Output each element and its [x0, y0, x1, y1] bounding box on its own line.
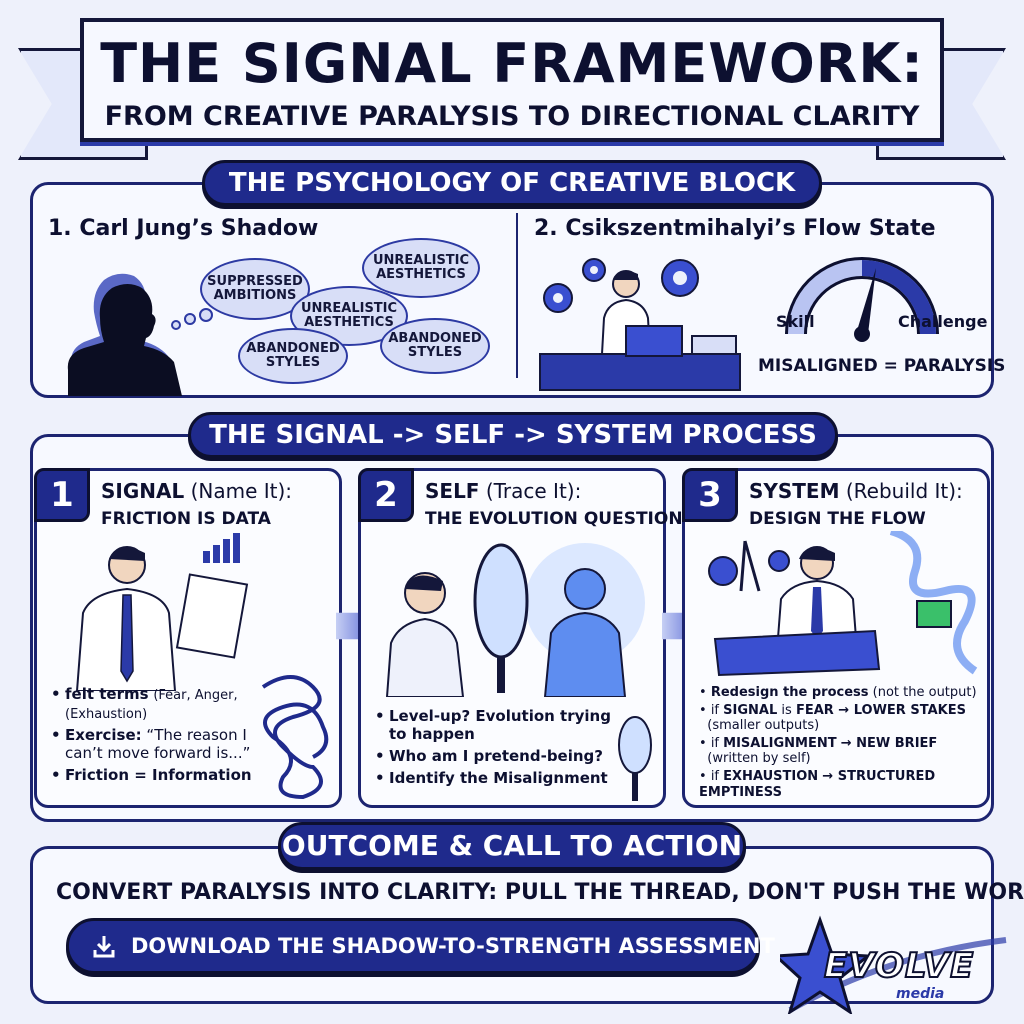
- step-title: SYSTEM (Rebuild It):: [749, 479, 963, 503]
- desk-worker-illustration: [539, 258, 741, 391]
- step-number-badge: 1: [34, 468, 90, 522]
- step-name: SYSTEM: [749, 479, 840, 503]
- step-title: SIGNAL (Name It):: [101, 479, 292, 503]
- step-subtitle: THE EVOLUTION QUESTION: [425, 509, 683, 529]
- outcome-heading: OUTCOME & CALL TO ACTION: [278, 822, 746, 870]
- list-item: Exercise: “The reason I can’t move forwa…: [51, 726, 267, 762]
- cloud-abandoned-styles-left: ABANDONED STYLES: [238, 328, 348, 384]
- list-item: • if EXHAUSTION → STRUCTURED EMPTINESS: [699, 768, 936, 800]
- list-item: Identify the Misalignment: [375, 769, 611, 787]
- self-bullets: Level-up? Evolution trying to happen Who…: [375, 707, 611, 791]
- logo-sub: media: [896, 986, 945, 1002]
- mirror-reflection-illustration: [385, 543, 645, 697]
- step-card-system: 3 SYSTEM (Rebuild It): DESIGN THE FLOW •…: [682, 468, 990, 808]
- shadow-silhouette-icon: [67, 273, 182, 396]
- psychology-panel: [30, 182, 994, 398]
- skill-challenge-gauge: [785, 257, 939, 342]
- gauge-label-skill: Skill: [776, 312, 815, 331]
- thought-bubbles-icon: [171, 308, 213, 330]
- gauge-label-challenge: Challenge: [898, 312, 988, 331]
- step-title: SELF (Trace It):: [425, 479, 581, 503]
- small-mirror-icon: [618, 716, 652, 801]
- step-subtitle: DESIGN THE FLOW: [749, 509, 926, 529]
- step-name: SELF: [425, 479, 480, 503]
- list-item: felt terms (Fear, Anger, (Exhaustion): [51, 685, 267, 722]
- title-banner: THE SIGNAL FRAMEWORK: FROM CREATIVE PARA…: [80, 18, 944, 142]
- download-assessment-button[interactable]: DOWNLOAD THE SHADOW-TO-STRENGTH ASSESSME…: [66, 918, 775, 974]
- page-title: THE SIGNAL FRAMEWORK:: [100, 32, 924, 95]
- jung-title: 1. Carl Jung’s Shadow: [48, 216, 319, 241]
- step-paren: (Rebuild It):: [845, 479, 963, 503]
- download-button-label: DOWNLOAD THE SHADOW-TO-STRENGTH ASSESSME…: [131, 934, 775, 958]
- star-swoosh-icon: [780, 915, 1007, 1014]
- system-bullets: • Redesign the process (not the output) …: [699, 685, 989, 800]
- process-heading: THE SIGNAL -> SELF -> SYSTEM PROCESS: [188, 412, 838, 458]
- psychology-heading: THE PSYCHOLOGY OF CREATIVE BLOCK: [202, 160, 822, 206]
- list-item: Who am I pretend-being?: [375, 747, 611, 765]
- step-subtitle: FRICTION IS DATA: [101, 509, 271, 529]
- step-card-self: 2 SELF (Trace It): THE EVOLUTION QUESTIO…: [358, 468, 683, 808]
- step-paren: (Name It):: [190, 479, 293, 503]
- panel-divider: [516, 213, 518, 378]
- signal-bullets: felt terms (Fear, Anger, (Exhaustion) Ex…: [51, 685, 267, 788]
- step-number-badge: 3: [682, 468, 738, 522]
- step-number-badge: 2: [358, 468, 414, 522]
- list-item: Friction = Information: [51, 766, 267, 784]
- cloud-unrealistic-aesthetics-top: UNREALISTIC AESTHETICS: [362, 238, 480, 298]
- step-paren: (Trace It):: [485, 479, 582, 503]
- list-item: Level-up? Evolution trying to happen: [375, 707, 611, 743]
- list-item: • if SIGNAL is FEAR → LOWER STAKES (smal…: [699, 702, 966, 734]
- stressed-person-illustration: [75, 533, 249, 691]
- step-name: SIGNAL: [101, 479, 185, 503]
- download-icon: [93, 936, 115, 958]
- evolve-media-logo: EVOLVE media: [780, 914, 1010, 1014]
- system-designer-illustration: [708, 531, 978, 677]
- flow-title: 2. Csikszentmihalyi’s Flow State: [534, 216, 936, 241]
- logo-wordmark: EVOLVE: [823, 945, 975, 987]
- outcome-statement: CONVERT PARALYSIS INTO CLARITY: PULL THE…: [56, 880, 1024, 905]
- cloud-abandoned-styles-right: ABANDONED STYLES: [380, 318, 490, 374]
- page-subtitle: FROM CREATIVE PARALYSIS TO DIRECTIONAL C…: [104, 101, 920, 132]
- list-item: • Redesign the process (not the output): [699, 685, 977, 700]
- list-item: • if MISALIGNMENT → NEW BRIEF (written b…: [699, 735, 938, 767]
- cloud-suppressed-ambitions: SUPPRESSED AMBITIONS: [200, 258, 310, 320]
- step-card-signal: 1 SIGNAL (Name It): FRICTION IS DATA fel…: [34, 468, 342, 808]
- flow-caption: MISALIGNED = PARALYSIS: [758, 356, 1006, 376]
- tangled-thread-icon: [261, 675, 329, 800]
